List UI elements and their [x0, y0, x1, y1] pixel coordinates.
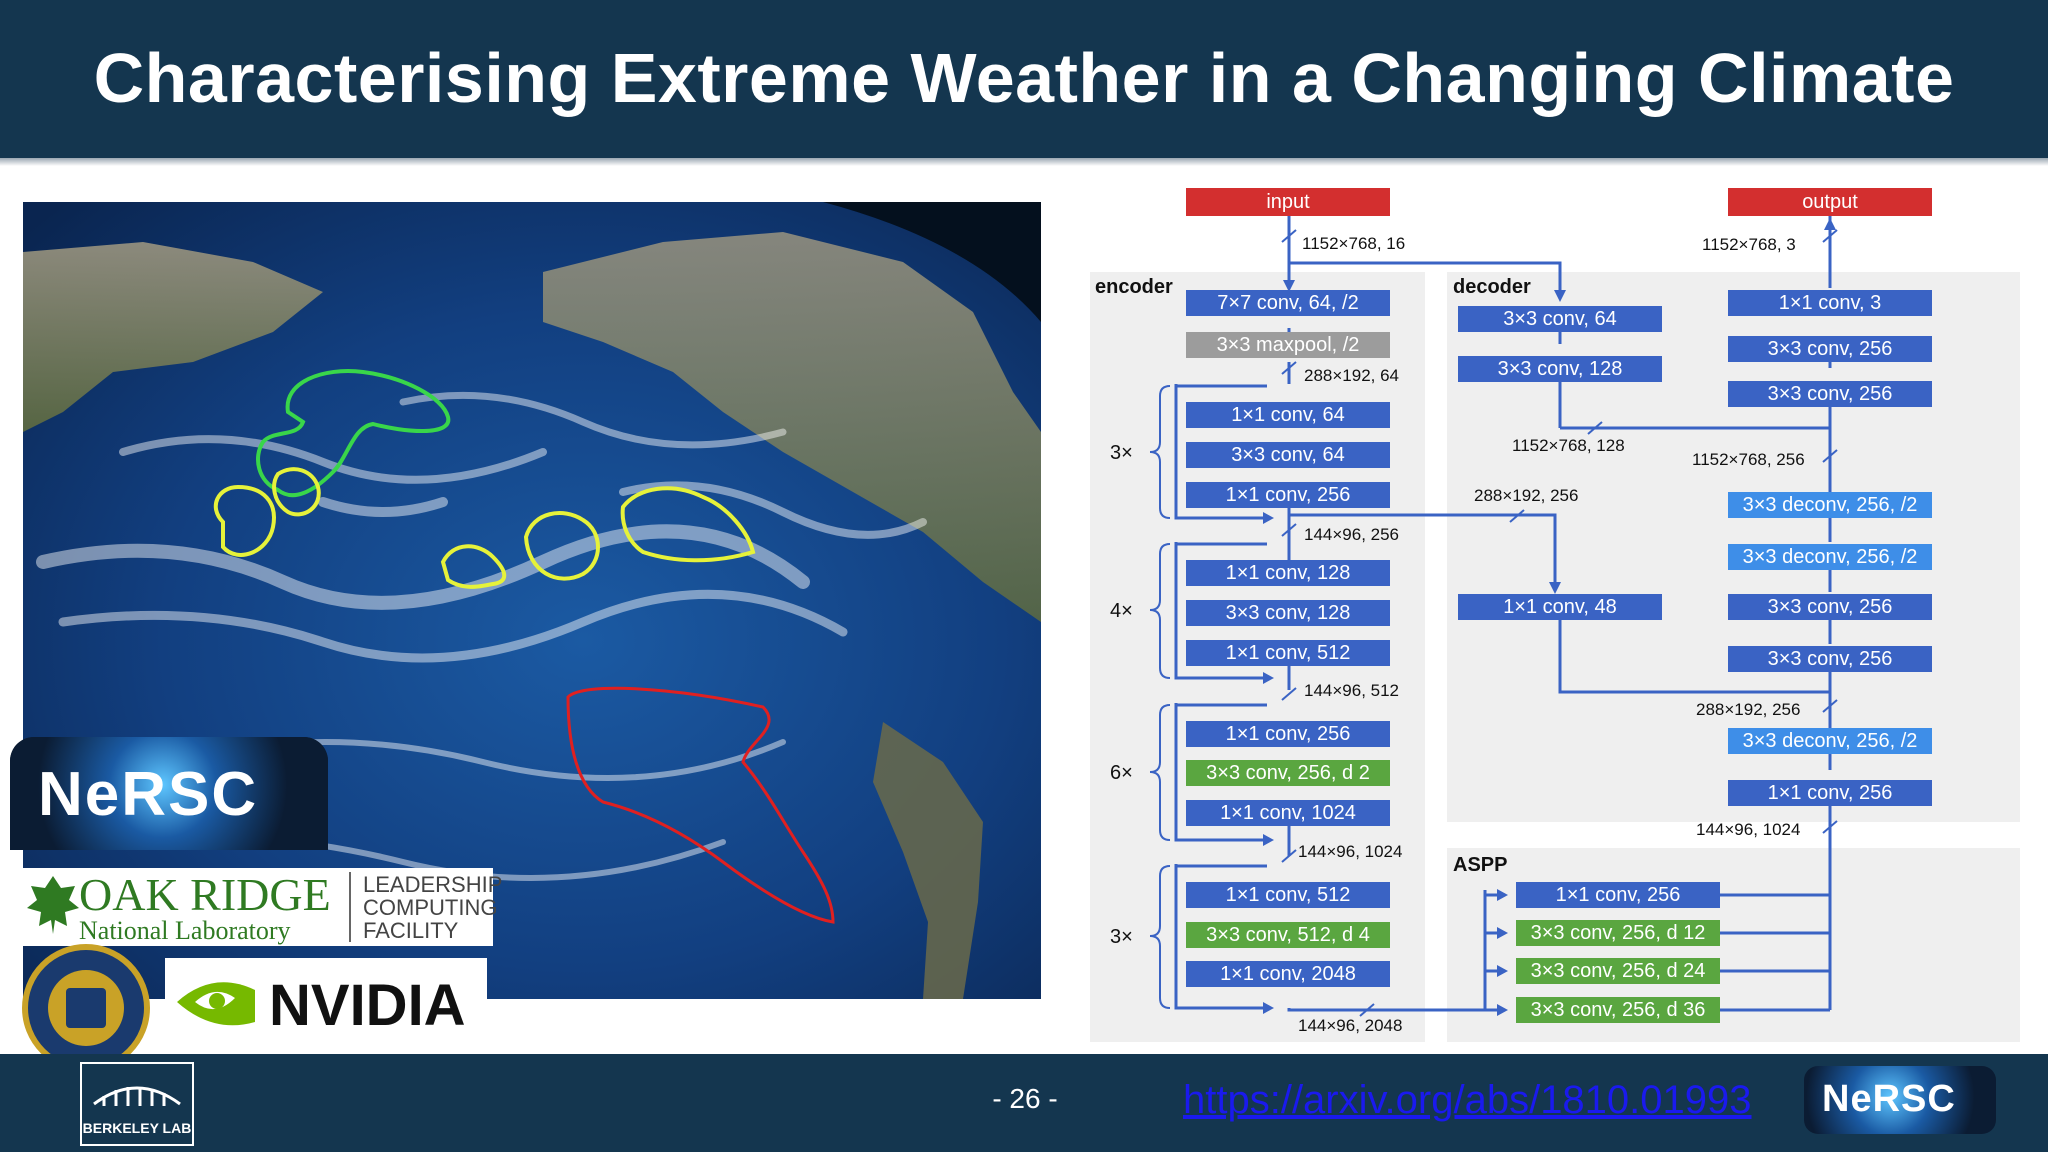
oak-ridge-logo: OAK RIDGE National Laboratory LEADERSHIP…	[23, 868, 502, 946]
decoder-block: 3×3 conv, 256	[1728, 594, 1932, 620]
encoder-block: 1×1 conv, 512	[1186, 640, 1390, 666]
nersc-logo-left: NeRSC	[10, 737, 328, 850]
decoder-deconv-block: 3×3 deconv, 256, /2	[1728, 492, 1932, 518]
olcf-line-2: COMPUTING	[363, 895, 498, 920]
nvidia-logo: NVIDIA	[165, 958, 487, 1048]
dimension-label: 144×96, 1024	[1696, 820, 1801, 839]
aspp-dilated-block: 3×3 conv, 256, d 24	[1516, 958, 1720, 984]
decoder-block: 3×3 conv, 128	[1458, 356, 1662, 382]
decoder-block: 1×1 conv, 48	[1458, 594, 1662, 620]
olcf-line-1: LEADERSHIP	[363, 872, 503, 897]
nersc-logo-right: NeRSC	[1804, 1066, 1996, 1134]
berkeley-lab-building-icon	[90, 1078, 184, 1108]
dimension-label: 288×192, 256	[1474, 486, 1579, 505]
dimension-label: 144×96, 1024	[1298, 842, 1403, 861]
storm-contours-yellow	[213, 467, 756, 589]
oak-ridge-subtitle: National Laboratory	[79, 916, 291, 945]
network-diagram: input output encoder decoder ASPP 3× 4× …	[1080, 180, 2048, 1050]
dimension-label: 1152×768, 128	[1512, 436, 1625, 455]
dimension-label: 1152×768, 16	[1302, 234, 1406, 253]
encoder-block: 1×1 conv, 64	[1186, 402, 1390, 428]
nersc-wordmark-small: NeRSC	[1822, 1078, 1956, 1120]
cloud-swirls	[36, 391, 927, 881]
encoder-conv7-block: 7×7 conv, 64, /2	[1186, 290, 1390, 316]
dimension-label: 1152×768, 256	[1692, 450, 1805, 469]
nvidia-wordmark: NVIDIA	[269, 973, 466, 1038]
berkeley-lab-label: BERKELEY LAB	[82, 1120, 192, 1136]
oak-ridge-name: OAK RIDGE	[79, 869, 331, 920]
arxiv-link[interactable]: https://arxiv.org/abs/1810.01993	[1183, 1078, 1752, 1122]
dimension-label: 288×192, 64	[1304, 366, 1400, 385]
repeat-label: 3×	[1110, 442, 1133, 464]
storm-contour-green	[256, 369, 451, 498]
encoder-maxpool-block: 3×3 maxpool, /2	[1186, 332, 1390, 358]
header-divider	[0, 158, 2048, 166]
repeat-label: 6×	[1110, 762, 1133, 784]
encoder-dilated-block: 3×3 conv, 512, d 4	[1186, 922, 1390, 948]
berkeley-lab-logo: BERKELEY LAB	[80, 1062, 194, 1146]
uc-seal-book-icon	[66, 988, 106, 1028]
slide-title: Characterising Extreme Weather in a Chan…	[93, 39, 1955, 117]
region-contour-red	[566, 686, 835, 924]
aspp-block: 1×1 conv, 256	[1516, 882, 1720, 908]
land-south-america	[873, 722, 983, 999]
slide-header	[0, 0, 2048, 158]
repeat-label: 3×	[1110, 926, 1133, 948]
aspp-dilated-block: 3×3 conv, 256, d 36	[1516, 997, 1720, 1023]
decoder-block: 3×3 conv, 64	[1458, 306, 1662, 332]
encoder-block: 1×1 conv, 256	[1186, 482, 1390, 508]
decoder-deconv-block: 3×3 deconv, 256, /2	[1728, 544, 1932, 570]
decoder-block: 3×3 conv, 256	[1728, 336, 1932, 362]
encoder-block: 3×3 conv, 64	[1186, 442, 1390, 468]
encoder-block: 1×1 conv, 256	[1186, 721, 1390, 747]
connector-lines	[1149, 212, 1838, 1017]
encoder-title: encoder	[1095, 276, 1173, 298]
nvidia-eye-icon	[173, 970, 259, 1034]
decoder-block: 3×3 conv, 256	[1728, 381, 1932, 407]
page-number: - 26 -	[992, 1083, 1058, 1114]
encoder-block: 3×3 conv, 128	[1186, 600, 1390, 626]
land-north-america	[543, 232, 1041, 622]
dimension-label: 1152×768, 3	[1702, 235, 1796, 254]
encoder-block: 1×1 conv, 128	[1186, 560, 1390, 586]
uc-seal-logo	[22, 944, 150, 1072]
decoder-block: 1×1 conv, 3	[1728, 290, 1932, 316]
olcf-line-3: FACILITY	[363, 918, 459, 943]
dimension-label: 144×96, 2048	[1298, 1016, 1403, 1035]
encoder-block: 1×1 conv, 2048	[1186, 961, 1390, 987]
dimension-label: 144×96, 512	[1304, 681, 1400, 700]
dimension-label: 288×192, 256	[1696, 700, 1801, 719]
encoder-block: 1×1 conv, 1024	[1186, 800, 1390, 826]
land-asia	[23, 242, 323, 432]
encoder-block: 1×1 conv, 512	[1186, 882, 1390, 908]
slide-footer	[0, 1054, 2048, 1152]
dimension-label: 144×96, 256	[1304, 525, 1400, 544]
repeat-label: 4×	[1110, 600, 1133, 622]
output-node: output	[1728, 188, 1932, 216]
decoder-title: decoder	[1453, 276, 1531, 298]
satellite-map	[23, 202, 1041, 999]
aspp-title: ASPP	[1453, 854, 1508, 876]
encoder-dilated-block: 3×3 conv, 256, d 2	[1186, 760, 1390, 786]
earth-image	[23, 202, 1041, 999]
decoder-block: 3×3 conv, 256	[1728, 646, 1932, 672]
decoder-deconv-block: 3×3 deconv, 256, /2	[1728, 728, 1932, 754]
oak-leaf-icon	[25, 874, 81, 936]
nersc-wordmark: NeRSC	[38, 760, 259, 829]
aspp-dilated-block: 3×3 conv, 256, d 12	[1516, 920, 1720, 946]
decoder-block: 1×1 conv, 256	[1728, 780, 1932, 806]
input-node: input	[1186, 188, 1390, 216]
